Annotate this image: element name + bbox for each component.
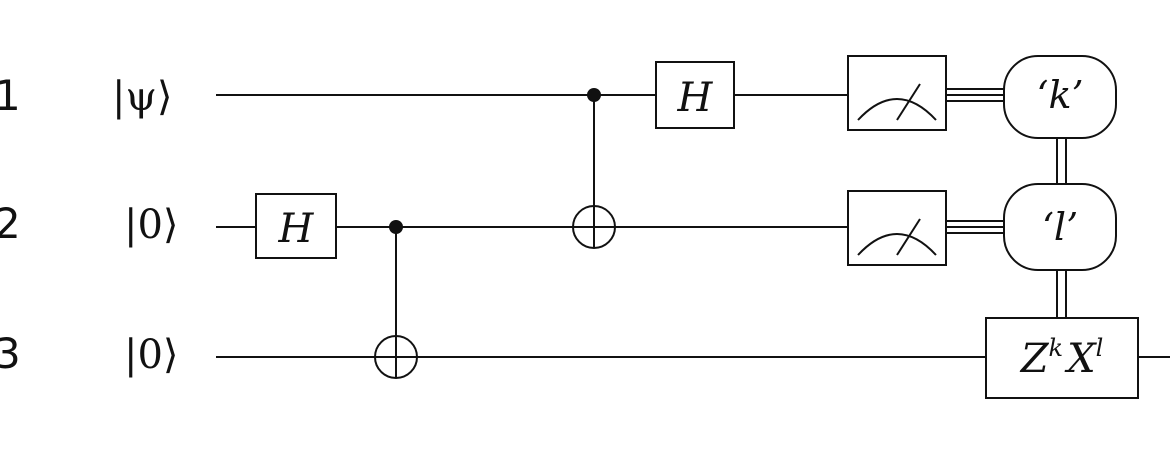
classical-condition-l: ‘l’ xyxy=(1003,183,1117,271)
classical-condition-k-label: ‘k’ xyxy=(1036,73,1083,117)
classical-condition-l-label: ‘l’ xyxy=(1042,205,1078,249)
hadamard-gate-q2: H xyxy=(255,193,337,259)
qubit-label-3: 3 xyxy=(0,329,21,378)
input-state-2: |0⟩ xyxy=(124,202,179,248)
input-state-3: |0⟩ xyxy=(124,332,179,378)
input-state-1: |ψ⟩ xyxy=(112,74,172,120)
correction-z: Z xyxy=(1019,336,1050,382)
correction-x-power: l xyxy=(1096,334,1104,362)
classical-condition-k: ‘k’ xyxy=(1003,55,1117,139)
qubit-label-1: 1 xyxy=(0,71,21,120)
cnot-q2-q3 xyxy=(374,220,418,379)
hadamard-gate-q1: H xyxy=(655,61,735,129)
qubit-label-2: 2 xyxy=(0,199,21,248)
control-dot-q1 xyxy=(587,88,601,102)
control-dot-q2 xyxy=(389,220,403,234)
correction-z-power: k xyxy=(1049,334,1064,362)
hadamard-gate-q2-label: H xyxy=(278,206,315,252)
classical-wire-q1 xyxy=(946,88,1004,102)
classical-wire-q2 xyxy=(946,220,1004,234)
classical-control-line xyxy=(1056,138,1067,318)
measurement-meter-q1 xyxy=(847,55,947,131)
measurement-meter-q2 xyxy=(847,190,947,266)
hadamard-gate-q1-label: H xyxy=(677,75,714,121)
cnot-q1-q2 xyxy=(572,88,616,249)
correction-x: X xyxy=(1064,336,1097,382)
